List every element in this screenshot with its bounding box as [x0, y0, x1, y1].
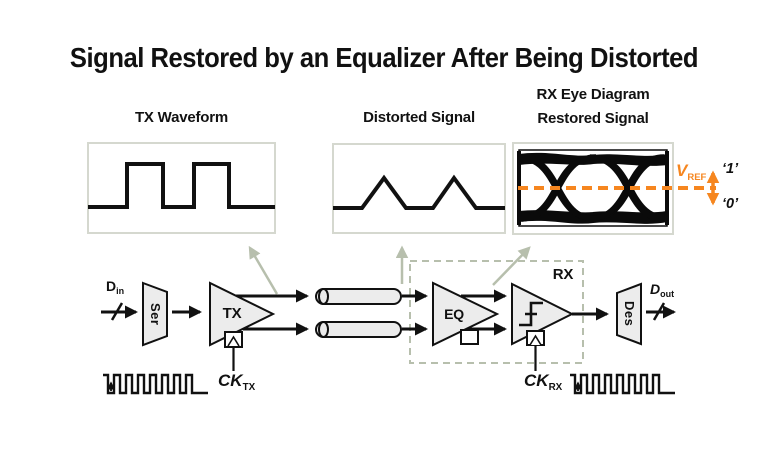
din-label: Din — [106, 278, 125, 297]
distorted-signal-panel — [332, 143, 506, 234]
rx-box-label: RX — [552, 266, 574, 283]
page-title: Signal Restored by an Equalizer After Be… — [69, 42, 699, 73]
cktx-label: CKTX — [218, 371, 256, 393]
distorted-wave — [333, 174, 505, 210]
deserializer-block — [616, 282, 642, 346]
deserializer-label: Des — [622, 301, 637, 327]
ckrx-waveform — [570, 373, 675, 395]
tx-block-label: TX — [222, 305, 242, 322]
guide-arrow-tx — [248, 245, 279, 295]
logic-one-label: ‘1’ — [722, 161, 739, 177]
ckrx-symbol: CK — [524, 371, 549, 390]
ckrx-label: CKRX — [524, 371, 563, 393]
vref-label: VREF — [676, 161, 707, 183]
guide-arrows — [248, 245, 531, 295]
tx-clock-chevron — [227, 335, 240, 347]
slicer-glyph — [519, 301, 543, 327]
tx-waveform-label: TX Waveform — [134, 109, 229, 126]
eq-block-label: EQ — [444, 306, 464, 322]
distorted-signal-label: Distorted Signal — [363, 109, 475, 126]
clock-connectors — [232, 345, 537, 371]
slicer-clock-chevron — [529, 334, 542, 346]
rx-eye-diagram-label: RX Eye Diagram — [536, 86, 650, 103]
cktx-waveform — [103, 373, 208, 395]
din-symbol: D — [106, 278, 117, 294]
slicer-comparator — [511, 282, 575, 346]
channel-bottom — [315, 321, 402, 338]
channel-cylinders — [315, 288, 402, 338]
tx-amplifier — [209, 281, 276, 348]
logic-zero-label: ‘0’ — [722, 196, 739, 212]
dout-bus-slash — [652, 302, 666, 321]
din-bus-slash — [110, 302, 124, 321]
cktx-subscript: TX — [242, 381, 256, 393]
dout-subscript: out — [660, 289, 675, 300]
tx-waveform-panel — [87, 142, 276, 234]
vref-symbol: V — [676, 161, 688, 180]
vref-subscript: REF — [687, 171, 707, 183]
ckrx-subscript: RX — [548, 381, 563, 393]
guide-arrow-rx — [492, 246, 531, 286]
serializer-block — [142, 281, 168, 347]
dout-symbol: D — [650, 281, 661, 297]
rx-dashed-box — [409, 260, 584, 364]
tx-square-wave — [88, 162, 275, 209]
eq-amplifier — [432, 281, 500, 347]
bus-slashes — [110, 302, 666, 321]
cktx-symbol: CK — [218, 371, 243, 390]
channel-top — [315, 288, 402, 305]
serializer-label: Ser — [148, 302, 163, 326]
din-subscript: in — [116, 286, 125, 297]
clock-waveforms — [103, 373, 675, 395]
vref-threshold-line — [518, 170, 720, 206]
dout-label: Dout — [650, 281, 675, 300]
restored-signal-label: Restored Signal — [537, 110, 649, 127]
